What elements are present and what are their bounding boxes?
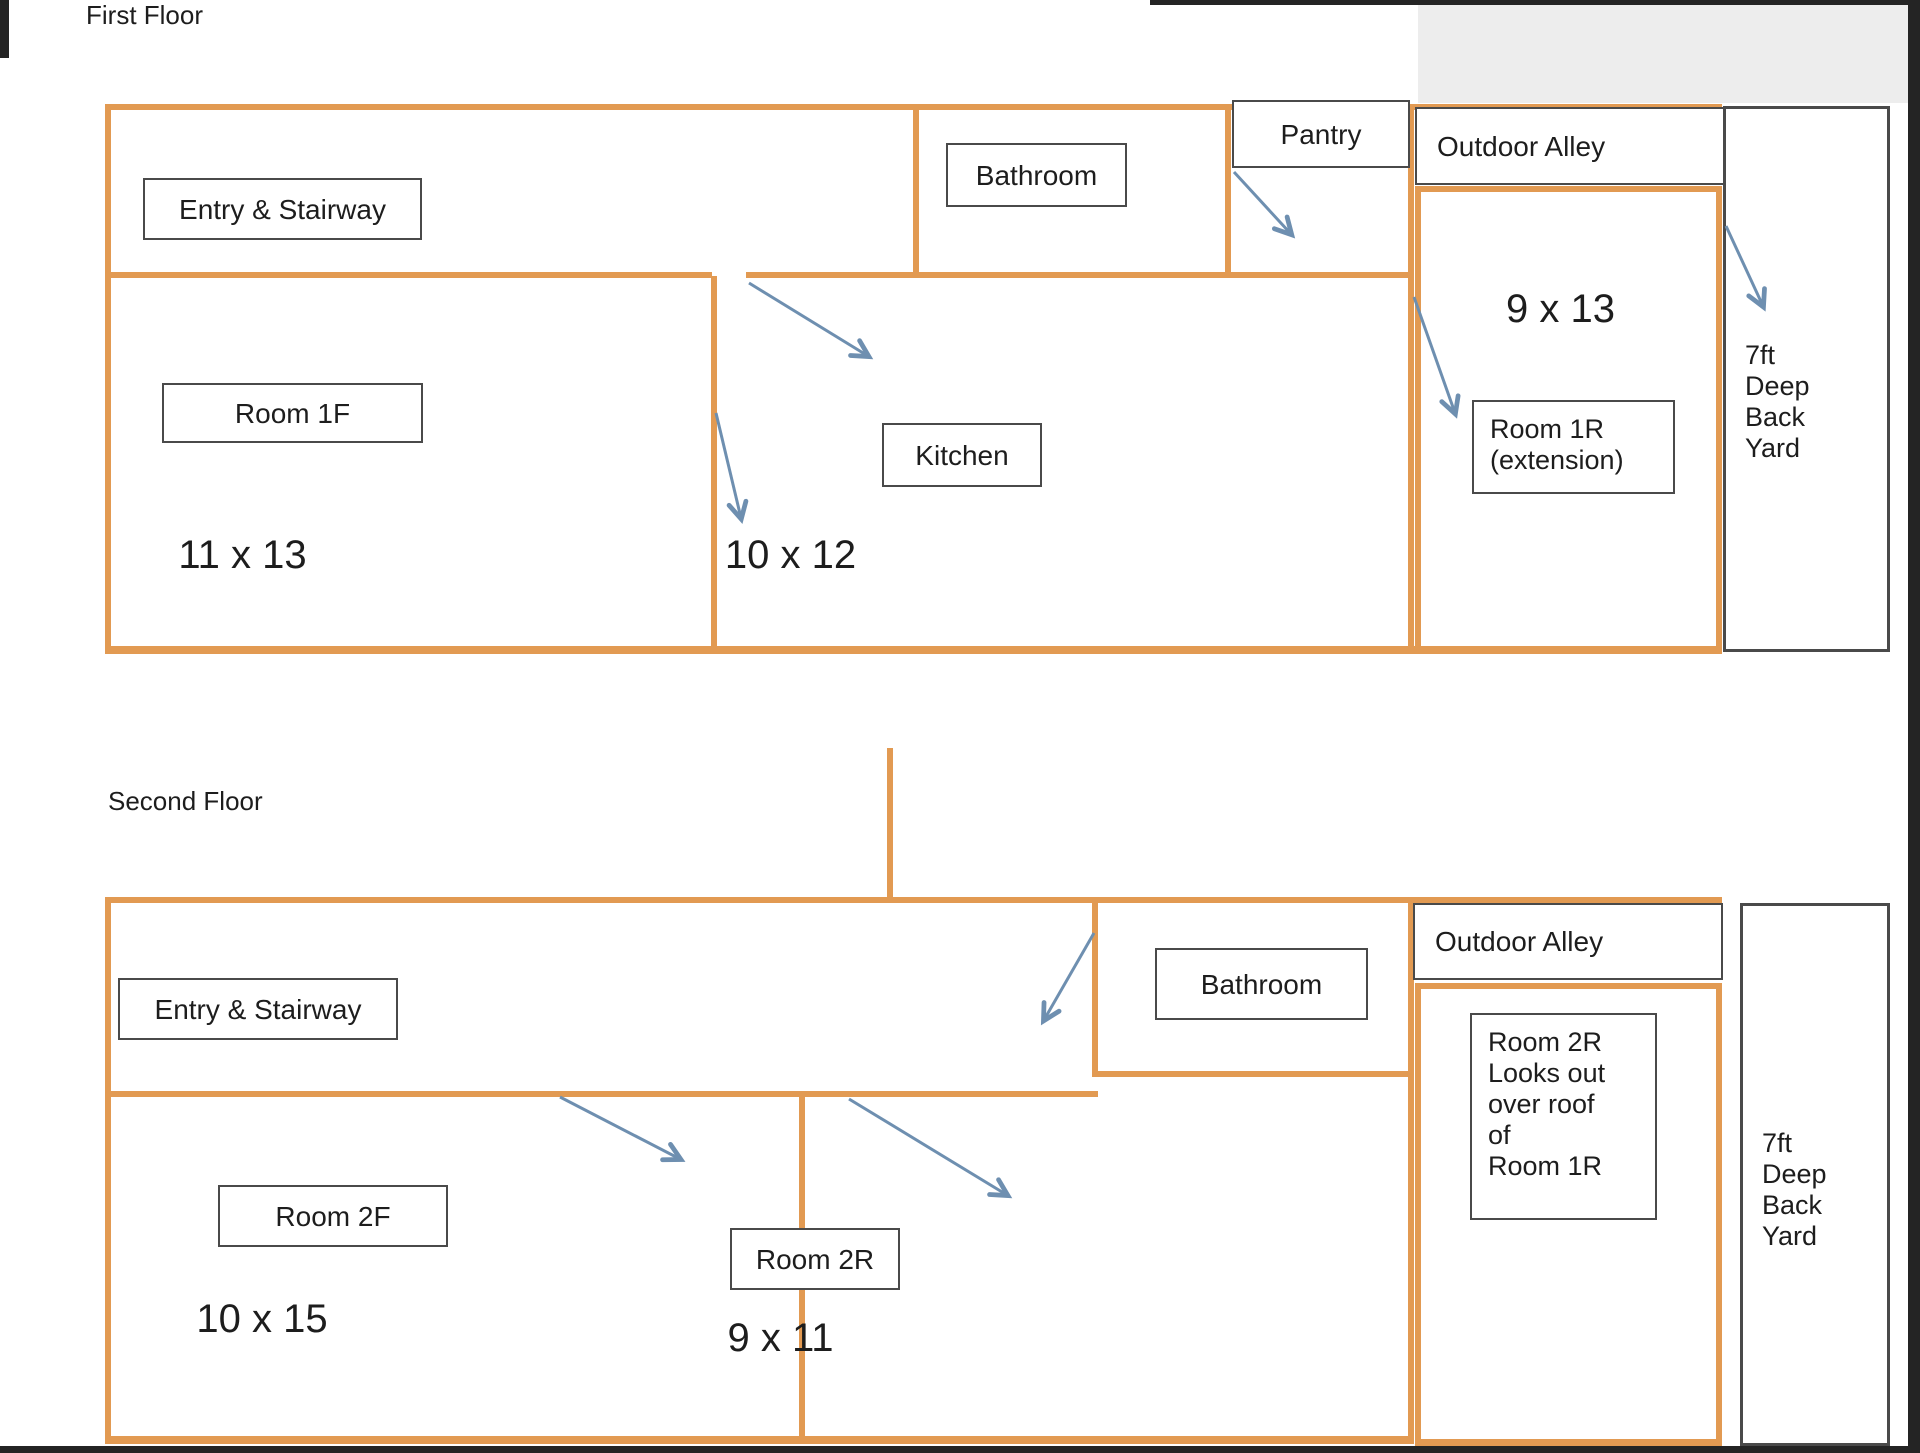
ff-band-wall-right	[746, 272, 1413, 278]
ff-kitchen-dimension: 10 x 12	[724, 533, 857, 577]
ff-right-wall	[1408, 104, 1414, 654]
sf-alley-bottom-wall	[1415, 1439, 1722, 1446]
ff-extension-top-wall	[1415, 186, 1722, 192]
sf-left-wall	[105, 897, 111, 1444]
sf-room2f-dimension: 10 x 15	[196, 1297, 328, 1341]
ff-extension-left-wall	[1415, 186, 1421, 654]
ff-room1f-dimension: 11 x 13	[178, 533, 307, 577]
sf-alley-right-wall	[1716, 983, 1722, 1446]
ff-backyard-area	[1723, 106, 1890, 652]
sf-top-wall	[105, 897, 1722, 903]
sf-right-wall	[1408, 897, 1414, 1444]
ff-pantry-label: Pantry	[1232, 100, 1410, 168]
sf-room2r-view-note: Room 2R Looks out over roof of Room 1R	[1470, 1013, 1657, 1220]
sf-entry-stairway-label: Entry & Stairway	[118, 978, 398, 1040]
sf-alley-left-wall	[1415, 983, 1421, 1446]
ff-extension-right-wall	[1716, 186, 1722, 654]
sf-room2r-dimension: 9 x 11	[727, 1316, 834, 1360]
ff-entry-stairway-label: Entry & Stairway	[143, 178, 422, 240]
door-arrow	[1040, 932, 1096, 1026]
sf-wall-stub	[887, 748, 893, 900]
sf-bathroom-left-wall	[1092, 897, 1098, 1077]
scan-edge-right	[1908, 0, 1920, 1453]
ff-backyard-label: 7ft Deep Back Yard	[1745, 340, 1810, 463]
ff-kitchen-label: Kitchen	[882, 423, 1042, 487]
top-right-shade	[1418, 0, 1910, 103]
ff-room1f-label: Room 1F	[162, 383, 423, 443]
sf-room2r-label: Room 2R	[730, 1228, 900, 1290]
ff-left-wall	[105, 104, 111, 654]
door-arrow	[559, 1095, 686, 1163]
sf-band-wall	[105, 1091, 1098, 1097]
ff-room1r-label: Room 1R (extension)	[1472, 400, 1675, 494]
door-arrow	[748, 281, 874, 360]
scan-edge-bottom	[0, 1446, 1920, 1453]
sf-backyard-area	[1740, 903, 1890, 1446]
door-arrow	[848, 1097, 1013, 1199]
ff-room1f-kitchen-wall	[711, 276, 717, 654]
sf-backyard-label: 7ft Deep Back Yard	[1762, 1128, 1827, 1251]
first-floor-title: First Floor	[86, 0, 203, 30]
ff-bottom-wall	[105, 646, 1722, 654]
door-arrow	[1232, 170, 1296, 239]
scan-edge-top	[1150, 0, 1920, 5]
ff-extension-dimension: 9 x 13	[1506, 287, 1615, 331]
ff-bathroom-pantry-wall	[1225, 104, 1231, 278]
ff-entry-bathroom-wall	[913, 104, 919, 278]
second-floor-title: Second Floor	[108, 786, 263, 816]
ff-outdoor-alley-label: Outdoor Alley	[1415, 107, 1725, 185]
door-arrow	[714, 412, 749, 524]
ff-band-wall-left	[105, 272, 712, 278]
ff-bathroom-label: Bathroom	[946, 143, 1127, 207]
sf-alley-top-wall	[1415, 983, 1722, 989]
sf-outdoor-alley-label: Outdoor Alley	[1413, 903, 1723, 980]
sf-bathroom-label: Bathroom	[1155, 948, 1368, 1020]
sf-room2f-label: Room 2F	[218, 1185, 448, 1247]
scan-edge-left	[0, 0, 9, 58]
sf-bathroom-bottom-wall	[1092, 1071, 1414, 1077]
sf-bottom-wall	[105, 1436, 1414, 1444]
